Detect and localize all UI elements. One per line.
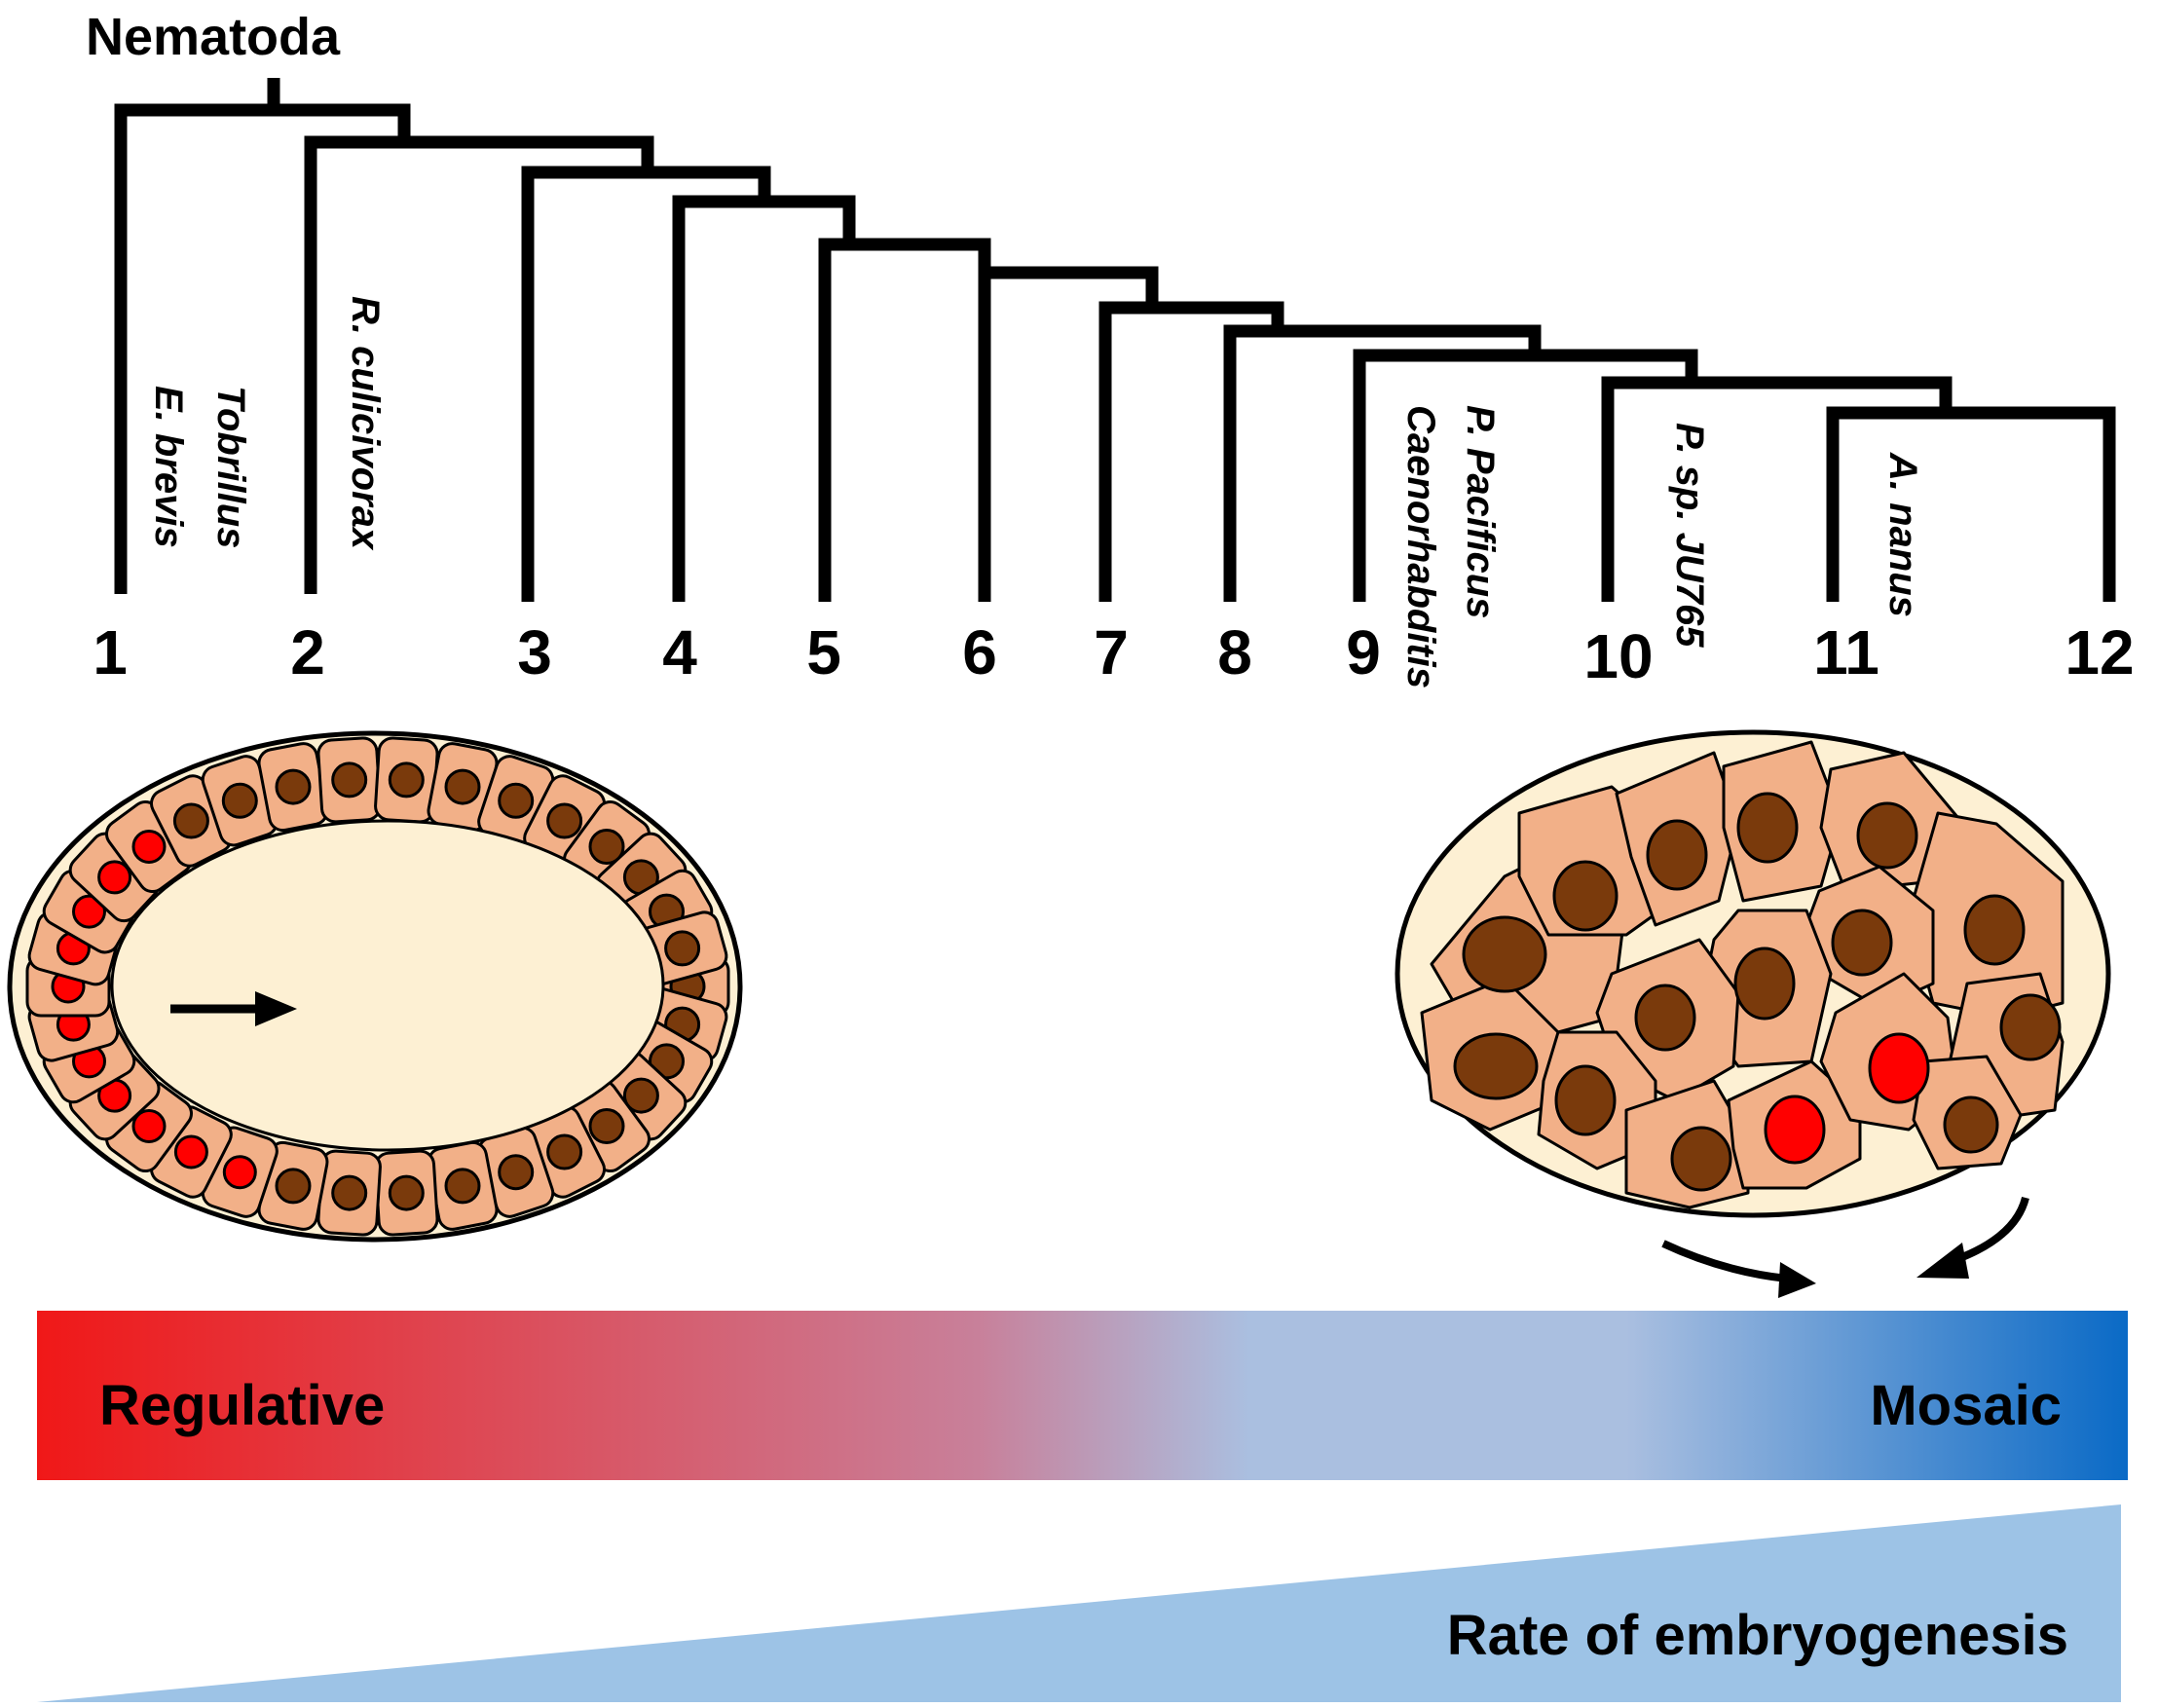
species-label: P. Pacificus <box>1459 405 1502 618</box>
mosaic-label: Mosaic <box>1870 1374 2062 1437</box>
species-label: A. nanus <box>1881 452 1924 617</box>
embryo-nucleus <box>172 802 209 839</box>
embryo-nucleus <box>221 782 258 819</box>
regulative-label: Regulative <box>99 1374 385 1437</box>
embryo-nucleus <box>444 1168 481 1205</box>
embryo-nucleus <box>1856 801 1918 870</box>
species-label: P. sp. JU765 <box>1668 423 1711 648</box>
clade-number: 2 <box>290 617 325 687</box>
embryo-nucleus <box>1831 909 1893 977</box>
embryo-nucleus <box>1453 1032 1539 1100</box>
clade-number: 3 <box>517 617 552 687</box>
clade-number: 9 <box>1346 617 1381 687</box>
embryo-cell-ring <box>25 736 730 1237</box>
clade-number: 10 <box>1583 621 1653 691</box>
embryo-nucleus <box>331 1174 368 1211</box>
arrow-icon <box>170 991 297 1026</box>
embryo-nucleus <box>444 768 481 805</box>
embryo-nucleus <box>1552 860 1618 932</box>
marked-nucleus <box>131 1109 167 1143</box>
phylogenetic-tree <box>114 78 2116 602</box>
embryo-nucleus <box>275 768 312 805</box>
clade-number: 5 <box>806 617 841 687</box>
clade-number: 6 <box>962 617 997 687</box>
embryo-nucleus <box>622 1077 659 1114</box>
marked-nucleus <box>173 1134 208 1170</box>
clade-number: 12 <box>2065 617 2134 687</box>
blastocoel <box>110 819 665 1152</box>
mosaic-embryo-illustration <box>1395 729 2111 1298</box>
clade-number: 7 <box>1094 617 1129 687</box>
species-label: R. culicivorax <box>344 296 387 551</box>
embryo-nucleus <box>664 930 701 967</box>
marked-nucleus <box>72 894 106 929</box>
embryo-nucleus <box>546 802 583 839</box>
clade-number: 1 <box>93 617 128 687</box>
embryo-nucleus <box>1646 819 1708 891</box>
species-labels: Tobrillus E. brevis R. culicivorax P. Pa… <box>147 296 1924 688</box>
embryo-nucleus <box>1634 984 1696 1052</box>
regulative-mosaic-gradient-bar <box>37 1311 2128 1480</box>
embryo-nucleus <box>1462 915 1547 993</box>
species-label: E. brevis <box>147 386 190 548</box>
embryo-nucleus <box>1670 1126 1732 1192</box>
embryo-nucleus <box>388 761 425 798</box>
marked-nucleus <box>222 1155 257 1190</box>
marked-nucleus <box>97 860 132 895</box>
marked-nucleus <box>1868 1032 1930 1104</box>
arrow-head <box>1916 1243 1969 1279</box>
clade-numbers: 1 2 3 4 5 6 7 8 9 10 11 12 <box>93 617 2134 691</box>
embryogenesis-rate-wedge: Rate of embryogenesis <box>37 1504 2121 1702</box>
marked-nucleus <box>131 830 167 864</box>
embryo-nucleus <box>498 1154 535 1191</box>
embryo-nucleus <box>1943 1095 1999 1154</box>
embryo-nucleus <box>275 1168 312 1205</box>
embryo-nucleus <box>331 761 368 798</box>
embryo-nucleus <box>588 1108 625 1144</box>
embryo-nucleus <box>1999 993 2062 1061</box>
rotation-arrows-icon <box>1661 1196 2029 1282</box>
embryo-nucleus <box>588 829 625 865</box>
clade-number: 4 <box>662 617 697 687</box>
clade-number: 8 <box>1217 617 1252 687</box>
arrow-head <box>1778 1262 1816 1298</box>
embryo-nucleus <box>1554 1064 1617 1136</box>
embryo-nucleus <box>1736 792 1799 864</box>
embryo-nucleus <box>498 782 535 819</box>
regulative-embryo-illustration <box>7 730 743 1243</box>
species-label: Caenorhabditis <box>1399 405 1442 688</box>
embryo-nucleus <box>1963 894 2026 966</box>
species-label: Tobrillus <box>209 386 252 548</box>
clade-number: 11 <box>1813 617 1879 687</box>
embryo-nucleus <box>388 1174 425 1211</box>
embryo-nucleus <box>546 1133 583 1170</box>
development-mode-scale: Regulative Mosaic <box>37 1311 2128 1480</box>
rate-wedge-shape <box>37 1504 2121 1702</box>
tree-title: Nematoda <box>86 8 341 66</box>
embryo-nucleus <box>1733 947 1796 1021</box>
marked-nucleus <box>1764 1095 1826 1165</box>
rate-label: Rate of embryogenesis <box>1447 1604 2068 1667</box>
